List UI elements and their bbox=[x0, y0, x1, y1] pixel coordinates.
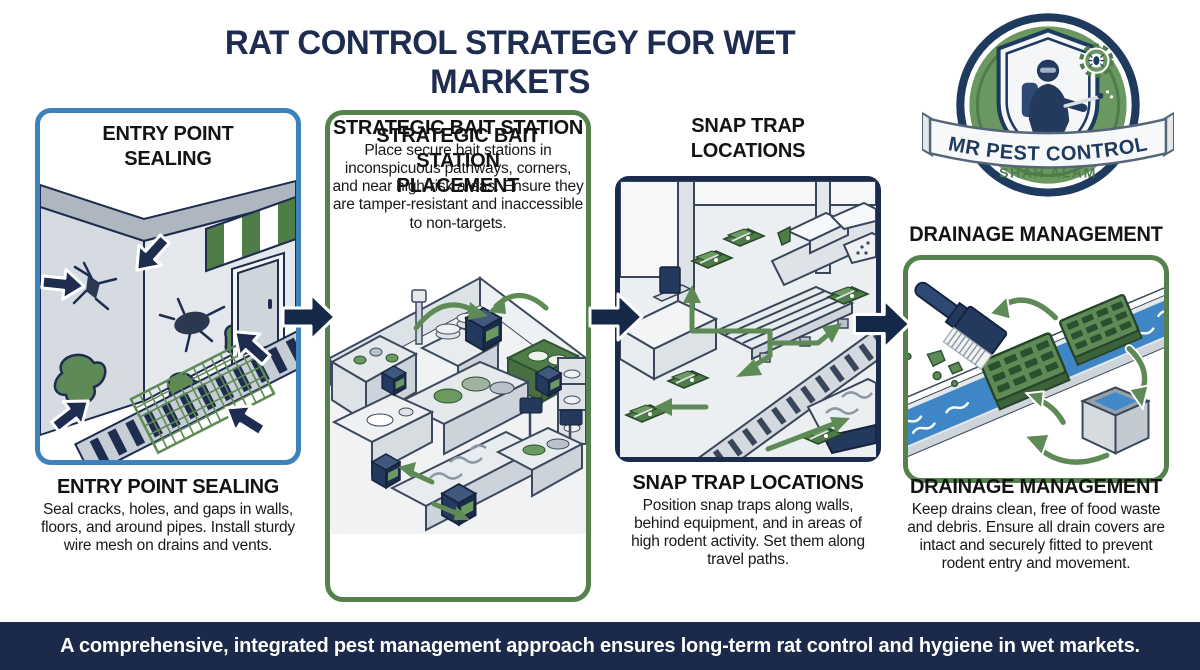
gear-bug-icon bbox=[1079, 43, 1114, 78]
panel-2-header: STRATEGIC BAIT STATION PLACEMENT bbox=[376, 125, 540, 197]
page-title: RAT CONTROL STRATEGY FOR WET MARKETS bbox=[224, 24, 796, 101]
wall-hole bbox=[158, 297, 226, 353]
display-shelf bbox=[557, 357, 586, 445]
scrub-brush-icon bbox=[914, 281, 1008, 371]
panel-entry-point-sealing: ENTRY POINT SEALING bbox=[35, 108, 301, 465]
caption-bait-station: STRATEGIC BAIT STATION Place secure bait… bbox=[330, 115, 586, 233]
caption-body: Place secure bait stations in inconspicu… bbox=[332, 142, 584, 232]
caption-snap-trap: SNAP TRAP LOCATIONS Position snap traps … bbox=[618, 472, 878, 570]
placement-arrows bbox=[398, 293, 549, 520]
caption-title: DRAINAGE MANAGEMENT bbox=[909, 476, 1163, 498]
fish-crate bbox=[806, 377, 876, 455]
caption-body: Seal cracks, holes, and gaps in walls, f… bbox=[41, 501, 295, 555]
flow-arrow-1 bbox=[281, 292, 337, 342]
awning bbox=[205, 195, 296, 273]
entry-point-sealing-illustration bbox=[40, 179, 296, 460]
panel-3-header: SNAP TRAP LOCATIONS bbox=[690, 115, 806, 162]
panel-drainage-management bbox=[903, 255, 1169, 483]
panel-1-header: ENTRY POINT SEALING bbox=[102, 123, 234, 170]
caption-title: ENTRY POINT SEALING bbox=[56, 476, 280, 498]
caption-entry-point-sealing: ENTRY POINT SEALING Seal cracks, holes, … bbox=[38, 476, 298, 555]
snap-trap-illustration bbox=[620, 181, 876, 457]
snap-traps bbox=[625, 225, 869, 445]
drain-wire-mesh bbox=[74, 315, 296, 460]
drainage-illustration bbox=[908, 274, 1164, 467]
footer-banner: A comprehensive, integrated pest managem… bbox=[0, 622, 1200, 670]
caption-drainage: DRAINAGE MANAGEMENT Keep drains clean, f… bbox=[906, 476, 1166, 574]
sign-counter bbox=[495, 397, 585, 498]
caption-body: Position snap traps along walls, behind … bbox=[631, 497, 865, 569]
caption-title: STRATEGIC BAIT STATION bbox=[332, 117, 584, 139]
bait-station-illustration bbox=[330, 275, 586, 534]
mr-pest-control-logo: MR PEST CONTROL SHAH ALAM bbox=[922, 13, 1174, 197]
produce-counter bbox=[397, 360, 531, 456]
caption-title: SNAP TRAP LOCATIONS bbox=[632, 472, 864, 494]
panel-bait-station-placement: STRATEGIC BAIT STATION PLACEMENT bbox=[325, 110, 591, 602]
debris-bits bbox=[908, 349, 964, 388]
wall-crack bbox=[72, 261, 118, 311]
flow-arrow-3 bbox=[852, 297, 912, 351]
panel-4-header: DRAINAGE MANAGEMENT bbox=[909, 223, 1163, 246]
travel-path-arrows bbox=[654, 285, 850, 452]
technician-icon bbox=[1021, 59, 1114, 140]
flow-arrow-2 bbox=[588, 292, 644, 342]
footer-text: A comprehensive, integrated pest managem… bbox=[60, 634, 1140, 657]
ribbon-banner: MR PEST CONTROL bbox=[922, 111, 1174, 169]
floor-drain bbox=[620, 312, 876, 457]
circulation-arrows bbox=[987, 294, 1150, 467]
storage-shelf bbox=[770, 201, 876, 287]
panel-snap-trap-locations bbox=[615, 176, 881, 462]
logo-location: SHAH ALAM bbox=[999, 165, 1097, 181]
caption-body: Keep drains clean, free of food waste an… bbox=[907, 501, 1165, 573]
